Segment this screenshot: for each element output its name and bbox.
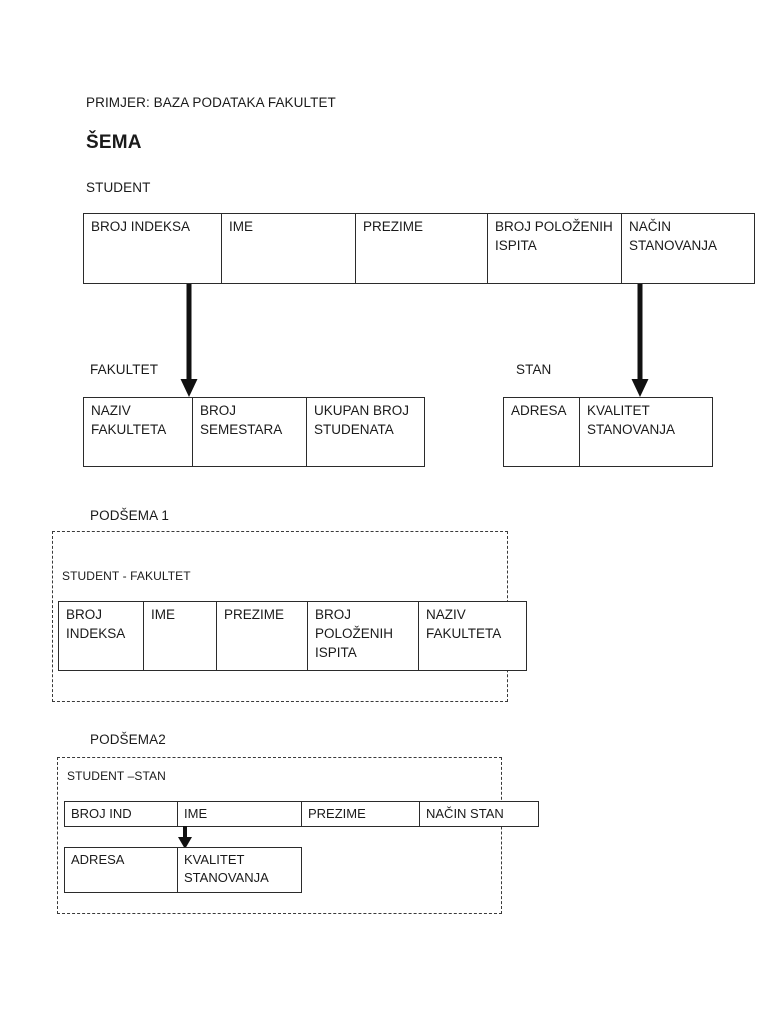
entity-label-student: STUDENT	[86, 180, 151, 195]
cell-stan-kvalitet-stanovanja: KVALITET STANOVANJA	[579, 397, 713, 467]
cell-sub1-naziv-fakulteta: NAZIV FAKULTETA	[418, 601, 527, 671]
arrow-subschema2-row1-to-row2	[175, 826, 195, 850]
cell-stan-adresa: ADRESA	[503, 397, 580, 467]
cell-sub1-broj-polozenih-ispita: BROJ POLOŽENIH ISPITA	[307, 601, 419, 671]
table-subschema2-row1: BROJ IND IME PREZIME NAČIN STAN	[64, 801, 539, 827]
cell-sub2-nacin-stan: NAČIN STAN	[419, 801, 539, 827]
subschema1-relation-label: STUDENT - FAKULTET	[62, 569, 191, 583]
table-row: BROJ INDEKSA IME PREZIME BROJ POLOŽENIH …	[83, 213, 755, 284]
arrow-student-to-fakultet	[178, 284, 200, 398]
table-row: BROJ IND IME PREZIME NAČIN STAN	[64, 801, 539, 827]
table-stan: ADRESA KVALITET STANOVANJA	[503, 397, 713, 467]
cell-sub2-broj-ind: BROJ IND	[64, 801, 178, 827]
cell-sub1-ime: IME	[143, 601, 217, 671]
subschema2-label: PODŠEMA2	[90, 732, 166, 747]
entity-label-stan: STAN	[516, 362, 552, 377]
arrow-student-to-stan	[629, 284, 651, 398]
cell-student-nacin-stanovanja: NAČIN STANOVANJA	[621, 213, 755, 284]
cell-student-broj-polozenih-ispita: BROJ POLOŽENIH ISPITA	[487, 213, 622, 284]
document-header-line: PRIMJER: BAZA PODATAKA FAKULTET	[86, 95, 336, 110]
entity-label-fakultet: FAKULTET	[90, 362, 159, 377]
cell-sub1-broj-indeksa: BROJ INDEKSA	[58, 601, 144, 671]
table-row: BROJ INDEKSA IME PREZIME BROJ POLOŽENIH …	[58, 601, 527, 671]
cell-student-broj-indeksa: BROJ INDEKSA	[83, 213, 222, 284]
table-row: NAZIV FAKULTETA BROJ SEMESTARA UKUPAN BR…	[83, 397, 425, 467]
cell-student-prezime: PREZIME	[355, 213, 488, 284]
table-subschema2-row2: ADRESA KVALITET STANOVANJA	[64, 847, 302, 893]
cell-sub2-kvalitet-stanovanja: KVALITET STANOVANJA	[177, 847, 302, 893]
cell-fakultet-naziv-fakulteta: NAZIV FAKULTETA	[83, 397, 193, 467]
cell-fakultet-broj-semestara: BROJ SEMESTARA	[192, 397, 307, 467]
cell-fakultet-ukupan-broj-studenata: UKUPAN BROJ STUDENATA	[306, 397, 425, 467]
subschema2-boundary	[57, 757, 502, 914]
subschema1-label: PODŠEMA 1	[90, 508, 169, 523]
table-student: BROJ INDEKSA IME PREZIME BROJ POLOŽENIH …	[83, 213, 755, 284]
table-subschema1: BROJ INDEKSA IME PREZIME BROJ POLOŽENIH …	[58, 601, 527, 671]
table-fakultet: NAZIV FAKULTETA BROJ SEMESTARA UKUPAN BR…	[83, 397, 425, 467]
cell-sub1-prezime: PREZIME	[216, 601, 308, 671]
cell-student-ime: IME	[221, 213, 356, 284]
page-title: ŠEMA	[86, 132, 142, 153]
cell-sub2-prezime: PREZIME	[301, 801, 420, 827]
cell-sub2-adresa: ADRESA	[64, 847, 178, 893]
subschema2-relation-label: STUDENT –STAN	[67, 769, 166, 783]
cell-sub2-ime: IME	[177, 801, 302, 827]
table-row: ADRESA KVALITET STANOVANJA	[503, 397, 713, 467]
table-row: ADRESA KVALITET STANOVANJA	[64, 847, 302, 893]
